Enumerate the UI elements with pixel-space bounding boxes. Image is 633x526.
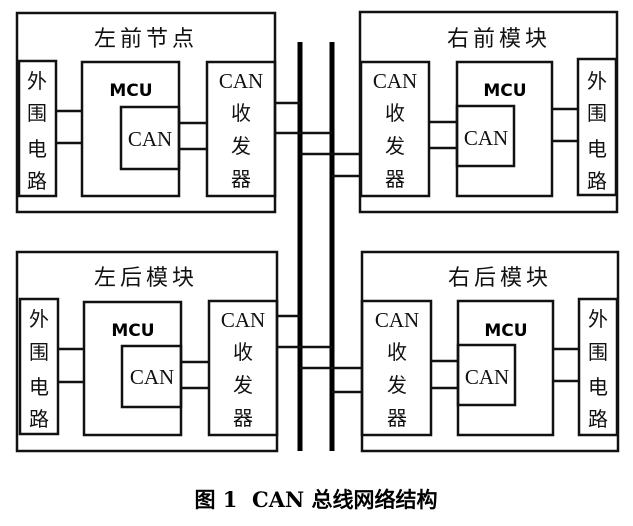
node-right-front: 右前模块 CAN 收 发 器 MCU CAN 外 围 电 路 (300, 10, 619, 214)
periphery-char: 电 (29, 375, 49, 399)
transceiver-label: CAN (373, 69, 417, 93)
node-right-rear: 右后模块 CAN 收 发 器 MCU CAN 外 围 电 路 (300, 250, 620, 453)
can-controller-label: CAN (130, 365, 174, 389)
node-title: 左前节点 (94, 27, 198, 52)
periphery-circuit-box (577, 297, 619, 437)
can-controller-box (456, 343, 517, 407)
figure-caption: 图 1 CAN 总线网络结构 (194, 487, 437, 512)
node-left-front: 左前节点 外 围 电 路 MCU CAN CAN 收 发 器 (15, 11, 332, 214)
transceiver-char: 器 (387, 406, 407, 430)
can-controller-label: CAN (465, 365, 509, 389)
periphery-char: 外 (588, 307, 608, 331)
periphery-char: 围 (588, 340, 608, 364)
periphery-char: 围 (587, 101, 607, 125)
can-controller-box (455, 104, 516, 168)
transceiver-label: CAN (375, 308, 419, 332)
can-controller-label: CAN (464, 126, 508, 150)
node-title: 右前模块 (447, 27, 551, 52)
transceiver-label: CAN (221, 308, 265, 332)
periphery-char: 电 (27, 137, 47, 161)
periphery-char: 路 (29, 407, 49, 431)
can-transceiver-box (359, 60, 431, 198)
mcu-label: MCU (109, 81, 152, 101)
transceiver-char: 收 (387, 340, 407, 364)
transceiver-char: 发 (231, 134, 251, 158)
mcu-label: MCU (111, 321, 154, 341)
can-controller-box (119, 105, 181, 171)
node-title: 左后模块 (94, 266, 198, 291)
periphery-char: 路 (588, 407, 608, 431)
periphery-char: 外 (587, 69, 607, 93)
transceiver-char: 发 (387, 373, 407, 397)
transceiver-char: 器 (231, 167, 251, 191)
periphery-char: 外 (29, 307, 49, 331)
transceiver-char: 收 (231, 101, 251, 125)
periphery-circuit-box (18, 297, 60, 436)
periphery-circuit-box (17, 59, 58, 198)
node-title: 右后模块 (448, 266, 552, 291)
node-left-rear: 左后模块 外 围 电 路 MCU CAN CAN 收 发 器 (15, 250, 332, 453)
periphery-char: 外 (27, 69, 47, 93)
mcu-label: MCU (483, 81, 526, 101)
transceiver-label: CAN (219, 69, 263, 93)
periphery-char: 围 (27, 101, 47, 125)
can-controller-box (120, 344, 183, 409)
periphery-char: 路 (587, 169, 607, 193)
mcu-label: MCU (484, 321, 527, 341)
can-transceiver-box (207, 299, 279, 437)
periphery-circuit-box (576, 57, 618, 197)
periphery-char: 电 (587, 137, 607, 161)
transceiver-char: 发 (233, 373, 253, 397)
can-transceiver-box (205, 60, 277, 198)
transceiver-char: 发 (385, 134, 405, 158)
periphery-char: 电 (588, 375, 608, 399)
transceiver-char: 器 (385, 167, 405, 191)
transceiver-char: 器 (233, 406, 253, 430)
transceiver-char: 收 (233, 340, 253, 364)
transceiver-char: 收 (385, 101, 405, 125)
periphery-char: 围 (29, 340, 49, 364)
periphery-char: 路 (27, 169, 47, 193)
can-controller-label: CAN (128, 127, 172, 151)
